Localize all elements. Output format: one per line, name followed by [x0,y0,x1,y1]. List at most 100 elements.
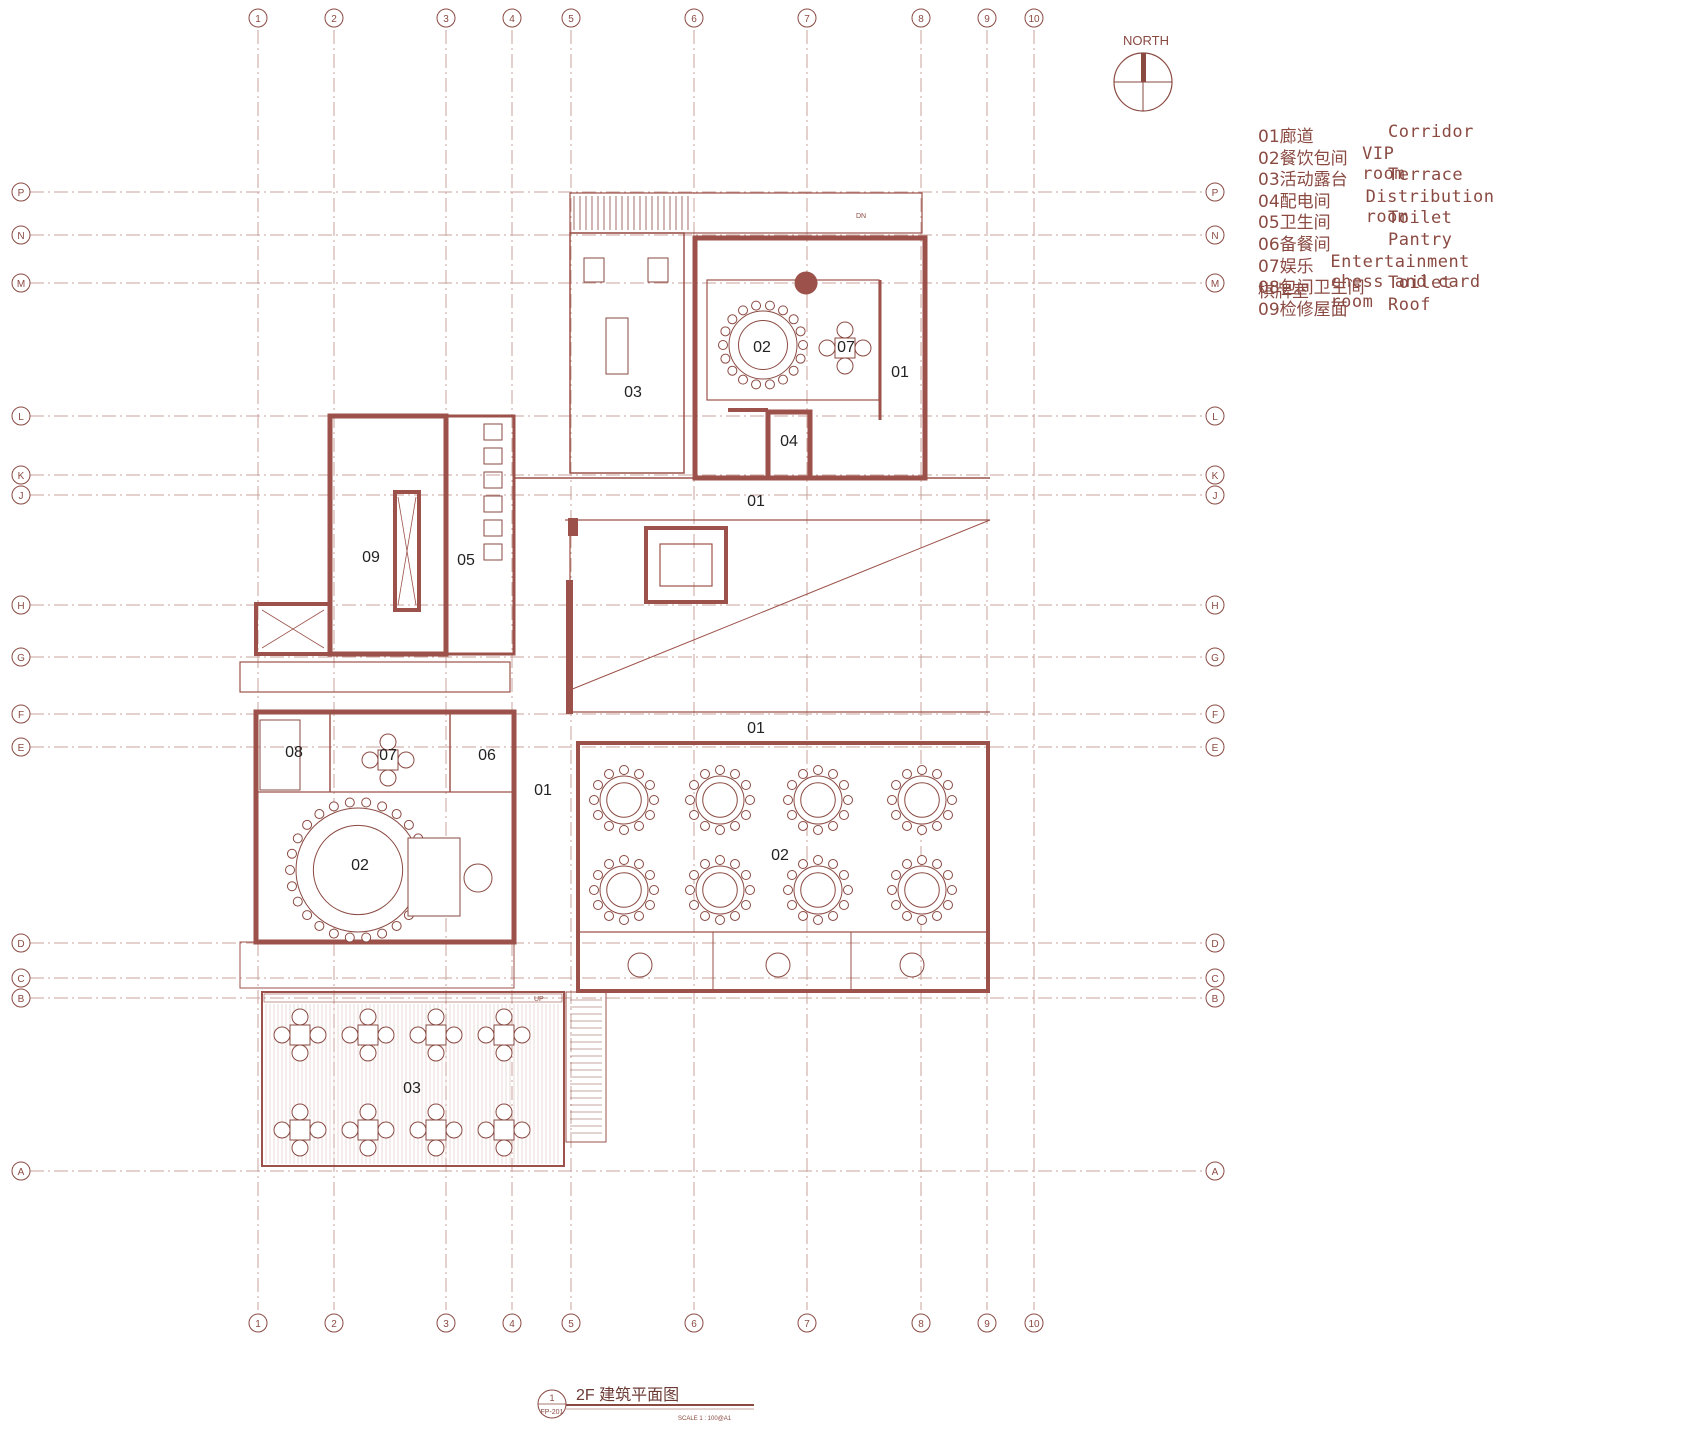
grid-tag-row-F-left: F [18,710,24,721]
lift-car [659,543,713,587]
banquet-hall-wall [576,741,990,993]
grid-tag-row-H-right: H [1211,601,1218,612]
grid-tag-col-8-bottom: 8 [918,1319,924,1330]
grid-tag-col-9-bottom: 9 [984,1319,990,1330]
room-label-07-north: 07 [837,339,855,356]
roof-hatch [393,490,421,612]
toilet-block-wall [444,414,516,656]
grid-tag-row-E-right: E [1212,743,1219,754]
round-table [285,797,431,943]
roof-annex [254,602,332,656]
legend-item: 03活动露台 Terrace [1258,165,1464,191]
column-small [568,518,578,536]
lounge-table [899,952,925,978]
grid-bubble-col-8-bottom [911,1313,931,1333]
legend-code: 05卫生间 [1258,213,1331,234]
grid-bubble-col-4-top [502,8,522,28]
grid-bubble-row-N-right [1205,225,1225,245]
title-text: 2F 建筑平面图 [576,1386,679,1404]
grid-tag-col-5-top: 5 [568,14,574,25]
grid-bubble-row-J-left [11,485,31,505]
rect-table [647,257,669,283]
grid-bubble-col-7-top [797,8,817,28]
side-table [463,863,493,893]
room-label-04: 04 [780,433,798,450]
legend-code: 08包间卫生间 [1258,278,1365,299]
room-label-09: 09 [362,549,380,566]
grid-bubble-col-3-bottom [436,1313,456,1333]
grid-tag-row-H-left: H [17,601,24,612]
grid-bubble-col-6-bottom [684,1313,704,1333]
grid-tag-row-L-left: L [18,412,24,423]
grid-tag-col-4-top: 4 [509,14,515,25]
card-table [409,1008,463,1062]
grid-tag-row-G-right: G [1211,653,1219,664]
grid-bubble-row-E-left [11,737,31,757]
grid-tag-row-J-right: J [1213,491,1218,502]
round-table [589,765,659,835]
grid-tag-col-3-top: 3 [443,14,449,25]
legend-code: 01廊道 [1258,127,1314,147]
grid-tag-row-D-right: D [1211,939,1218,950]
round-table [685,765,755,835]
stair-notes: DN UP [534,213,866,1003]
card-table [341,1103,395,1157]
ramp-diagonal [569,519,991,691]
grid-bubble-row-H-left [11,595,31,615]
grid-tag-row-K-right: K [1212,471,1219,482]
stair-note-up: UP [534,996,544,1003]
round-table [887,855,957,925]
room-label-01-mid: 01 [747,493,765,510]
room-label-06: 06 [478,747,496,764]
grid-tag-col-5-bottom: 5 [568,1319,574,1330]
legend-english: Terrace [1388,165,1464,186]
lift-shaft [644,526,728,604]
wc-cubicle [483,447,503,465]
stair-note-dn: DN [856,213,866,220]
legend-code: 03活动露台 [1258,170,1348,191]
legend-english: Corridor [1388,122,1474,142]
round-table [718,300,808,390]
room-label-03-south: 03 [403,1080,421,1097]
grid-bubble-col-10-top [1024,8,1044,28]
room-label-01-west: 01 [534,782,552,799]
grid-tag-row-F-right: F [1212,710,1218,721]
toilet-fixture [259,719,301,791]
legend-item: 01廊道 Corridor [1258,122,1474,147]
title-sheet: FP-201 [541,1409,564,1416]
grid-tag-col-1-bottom: 1 [255,1319,261,1330]
grid-tag-row-M-left: M [17,279,25,290]
grid-tag-row-K-left: K [18,471,25,482]
grid-tag-row-C-left: C [17,974,24,985]
south-terrace-edge [263,993,563,1003]
grid-tag-row-A-left: A [18,1167,25,1178]
grid-tag-row-D-left: D [17,939,24,950]
round-table [783,855,853,925]
lounge-table [765,952,791,978]
grid-tag-col-2-bottom: 2 [331,1319,337,1330]
south-stair [565,991,607,1143]
round-table [685,855,755,925]
grid-tag-row-M-right: M [1211,279,1219,290]
grid-tag-row-C-right: C [1211,974,1218,985]
south-stair-treads [570,999,602,1134]
legend-english: Pantry [1388,230,1453,250]
wc-cubicle [483,519,503,537]
column-bar [566,580,573,714]
grid-tag-col-6-bottom: 6 [691,1319,697,1330]
grid-bubble-row-D-right [1205,933,1225,953]
grid-bubble-row-A-right [1205,1161,1225,1181]
grid-tag-col-4-bottom: 4 [509,1319,515,1330]
card-table [273,1103,327,1157]
grid-bubble-row-C-right [1205,968,1225,988]
card-table [477,1008,531,1062]
rect-table [605,317,629,375]
north-stair-strip [569,192,923,234]
grid-bubble-row-N-left [11,225,31,245]
grid-bubble-row-G-right [1205,647,1225,667]
card-table [477,1103,531,1157]
grid-bubble-row-L-left [11,406,31,426]
title-block: 1 FP-201 2F 建筑平面图 SCALE 1 : 100@A1 [537,1386,754,1422]
